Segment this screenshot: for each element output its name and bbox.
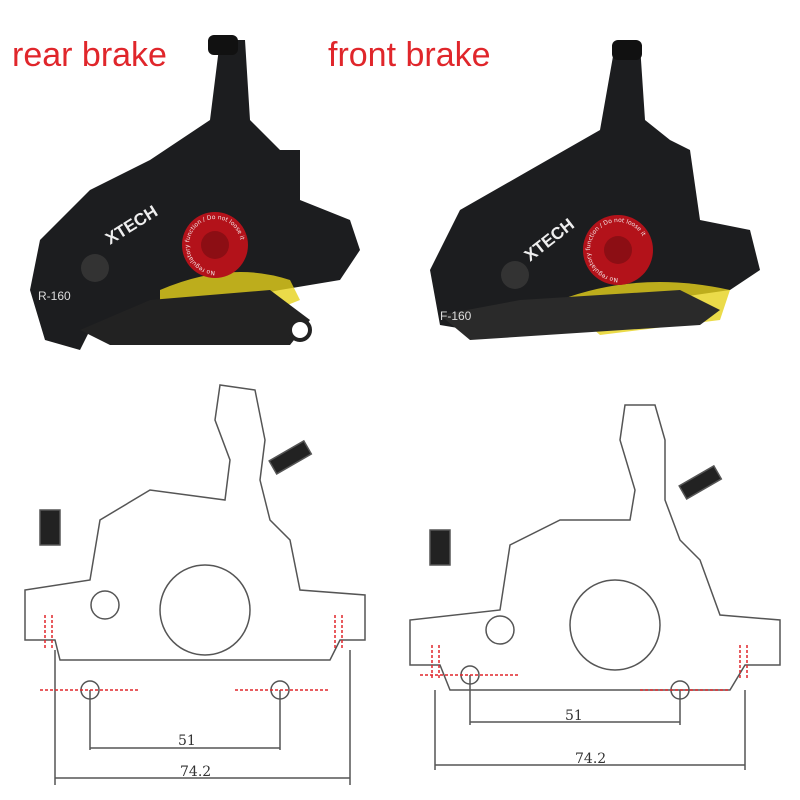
front-caliper-drawing <box>409 404 781 770</box>
front-markers <box>420 645 748 691</box>
rear-dim-74: 74.2 <box>180 764 211 780</box>
front-caliper-photo: No regulatory function / Do not loose it… <box>430 40 760 340</box>
rear-brake-label: rear brake <box>12 36 167 74</box>
rear-caliper-photo: No regulatory function / Do not loose it… <box>30 35 360 350</box>
rear-model-text: R-160 <box>38 289 71 303</box>
rear-caliper-drawing <box>24 384 366 785</box>
rear-markers <box>40 615 343 691</box>
rear-dim-51: 51 <box>178 733 196 749</box>
front-dim-51: 51 <box>565 708 583 724</box>
front-model-text: F-160 <box>440 309 472 323</box>
front-brake-label: front brake <box>328 36 491 74</box>
front-dim-74: 74.2 <box>575 751 606 767</box>
